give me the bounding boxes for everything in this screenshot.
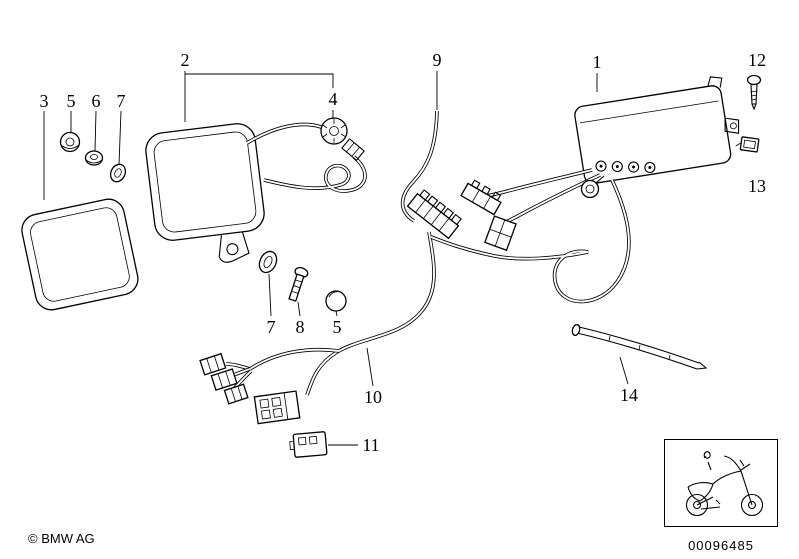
- callout-7: 7: [116, 91, 126, 111]
- triple-connector-group: [199, 352, 249, 405]
- callout-7b: 7: [266, 317, 276, 337]
- part-4-bulb-socket-drawing: [320, 117, 365, 162]
- connector-block-b: [460, 179, 502, 216]
- part-3-box-drawing: [21, 198, 139, 311]
- part-14-strap-drawing: [571, 323, 708, 370]
- callout-leader-lines: [43, 71, 629, 446]
- motorcycle-icon: [685, 451, 764, 517]
- wiring-harness-cables: [224, 109, 631, 397]
- vehicle-thumbnail-box: [664, 439, 778, 527]
- callout-13: 13: [748, 176, 766, 196]
- drawing-number: 00096485: [688, 538, 754, 553]
- callout-12: 12: [748, 50, 766, 70]
- callout-8: 8: [295, 317, 305, 337]
- part-1-control-unit-drawing: [574, 76, 740, 185]
- copyright-text: © BMW AG: [28, 531, 95, 546]
- part-7b-eyelet-drawing: [258, 250, 278, 274]
- callout-5b: 5: [332, 317, 342, 337]
- connector-block-c: [484, 215, 517, 252]
- part-2-lamp-unit-drawing: [145, 123, 265, 263]
- callout-9: 9: [432, 50, 442, 70]
- round-plug: [580, 175, 605, 199]
- part-7-clip-drawing: [109, 163, 127, 183]
- part-5-grommet-drawing: [59, 131, 81, 153]
- part-5b-cap-drawing: [325, 290, 347, 312]
- connector-block-a: [406, 189, 462, 240]
- callout-4: 4: [328, 89, 338, 109]
- callout-14: 14: [620, 385, 638, 405]
- part-12-screw-drawing: [746, 74, 762, 111]
- callout-2: 2: [180, 50, 190, 70]
- callout-11: 11: [362, 435, 380, 455]
- callout-3: 3: [39, 91, 49, 111]
- part-6-washer-drawing: [84, 150, 104, 166]
- part-8-bolt-drawing: [288, 266, 309, 302]
- callout-10: 10: [364, 387, 382, 407]
- callout-1: 1: [592, 52, 602, 72]
- part-11-connector-drawing: [289, 431, 328, 458]
- four-pin-connector: [253, 390, 301, 425]
- part-13-clip-nut-drawing: [735, 136, 760, 153]
- callout-5: 5: [66, 91, 76, 111]
- callout-6: 6: [91, 91, 101, 111]
